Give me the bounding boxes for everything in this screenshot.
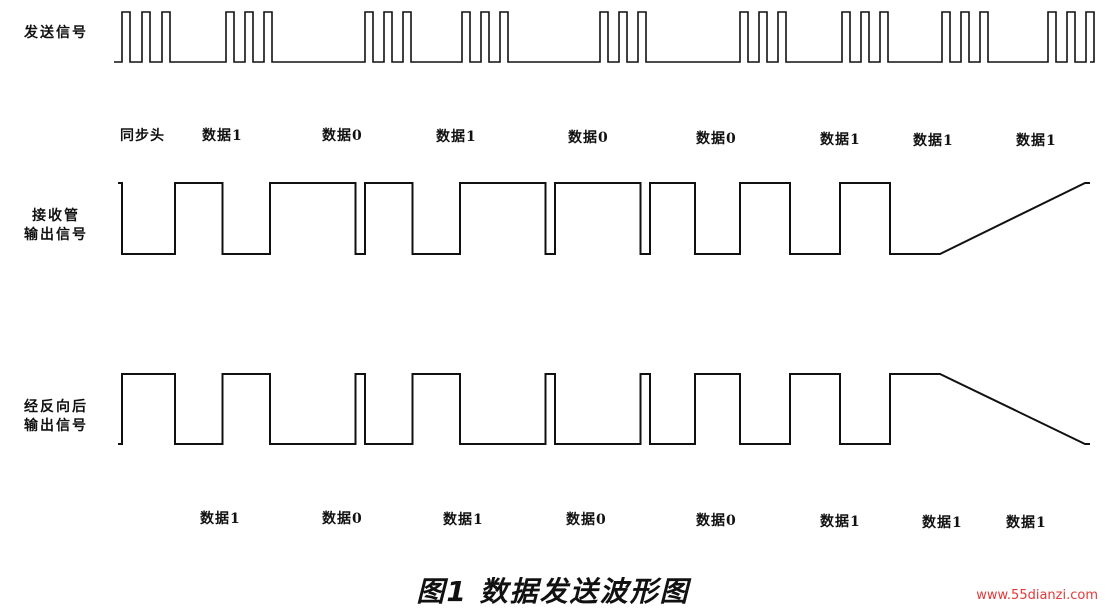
top-label-3: 数据1 — [436, 129, 477, 145]
bottom-label-3: 数据1 — [443, 512, 484, 528]
top-label-5: 数据0 — [696, 131, 737, 147]
top-label-2: 数据0 — [322, 128, 363, 144]
row-label-receiver: 接收管输出信号 — [24, 208, 88, 243]
transmitted-signal-wave — [114, 11, 1095, 63]
figure-caption: 图1 数据发送波形图 — [416, 575, 690, 608]
top-label-1: 数据1 — [202, 128, 243, 144]
inverted-output-wave — [118, 373, 1090, 445]
top-label-6: 数据1 — [820, 132, 861, 148]
top-label-4: 数据0 — [568, 130, 609, 146]
watermark: www.55dianzi.com — [976, 588, 1098, 603]
bottom-label-7: 数据1 — [922, 515, 963, 531]
bottom-label-6: 数据1 — [820, 514, 861, 530]
bottom-label-1: 数据1 — [200, 511, 241, 527]
row-label-inverted: 经反向后输出信号 — [24, 399, 88, 434]
row-label-send: 发送信号 — [24, 25, 88, 41]
bottom-label-5: 数据0 — [696, 513, 737, 529]
top-label-8: 数据1 — [1016, 133, 1057, 149]
top-label-7: 数据1 — [913, 133, 954, 149]
bottom-label-4: 数据0 — [566, 512, 607, 528]
receiver-output-wave — [118, 182, 1090, 255]
bottom-label-8: 数据1 — [1006, 515, 1047, 531]
top-label-sync: 同步头 — [120, 128, 165, 144]
bottom-label-2: 数据0 — [322, 511, 363, 527]
